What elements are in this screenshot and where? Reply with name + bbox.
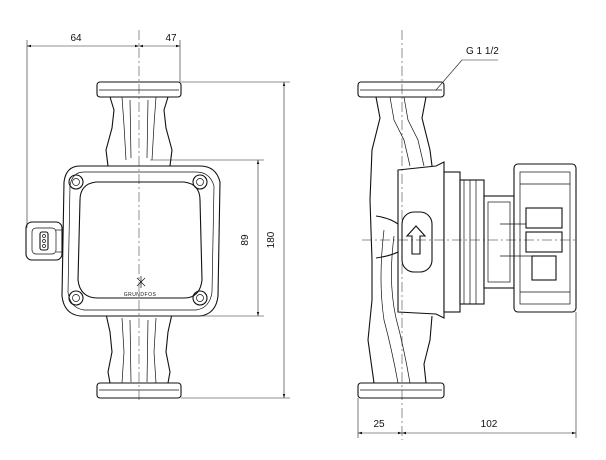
grundfos-logo-icon [136, 276, 146, 288]
front-dimensions: 64 47 89 180 [26, 33, 290, 399]
dimension-label-64: 64 [70, 33, 82, 44]
dimension-label-180: 180 [266, 231, 277, 248]
side-motor-housing [397, 161, 577, 319]
side-top-flange [357, 81, 445, 98]
front-view: GRUNDFOS [25, 30, 221, 400]
side-pump-body [367, 96, 433, 384]
thread-callout-label: G 1 1/2 [466, 46, 499, 57]
side-dimensions: G 1 1/2 25 102 [357, 46, 577, 438]
front-upper-pipe [105, 96, 173, 167]
dimension-label-102: 102 [481, 419, 498, 430]
brand-logo-text: GRUNDFOS [124, 292, 157, 298]
screw-icon [192, 174, 208, 190]
dimension-label-25: 25 [373, 419, 385, 430]
screw-icon [68, 290, 84, 306]
side-view [357, 30, 577, 440]
front-lower-pipe [105, 313, 173, 384]
front-control-box: GRUNDFOS [61, 165, 221, 317]
flow-arrow-up-icon [405, 225, 427, 255]
dimension-label-89: 89 [240, 234, 251, 246]
dimension-label-47: 47 [165, 33, 177, 44]
screw-icon [68, 174, 84, 190]
plug-connector-icon [25, 221, 63, 261]
screw-icon [192, 290, 208, 306]
side-bottom-flange [357, 382, 445, 399]
